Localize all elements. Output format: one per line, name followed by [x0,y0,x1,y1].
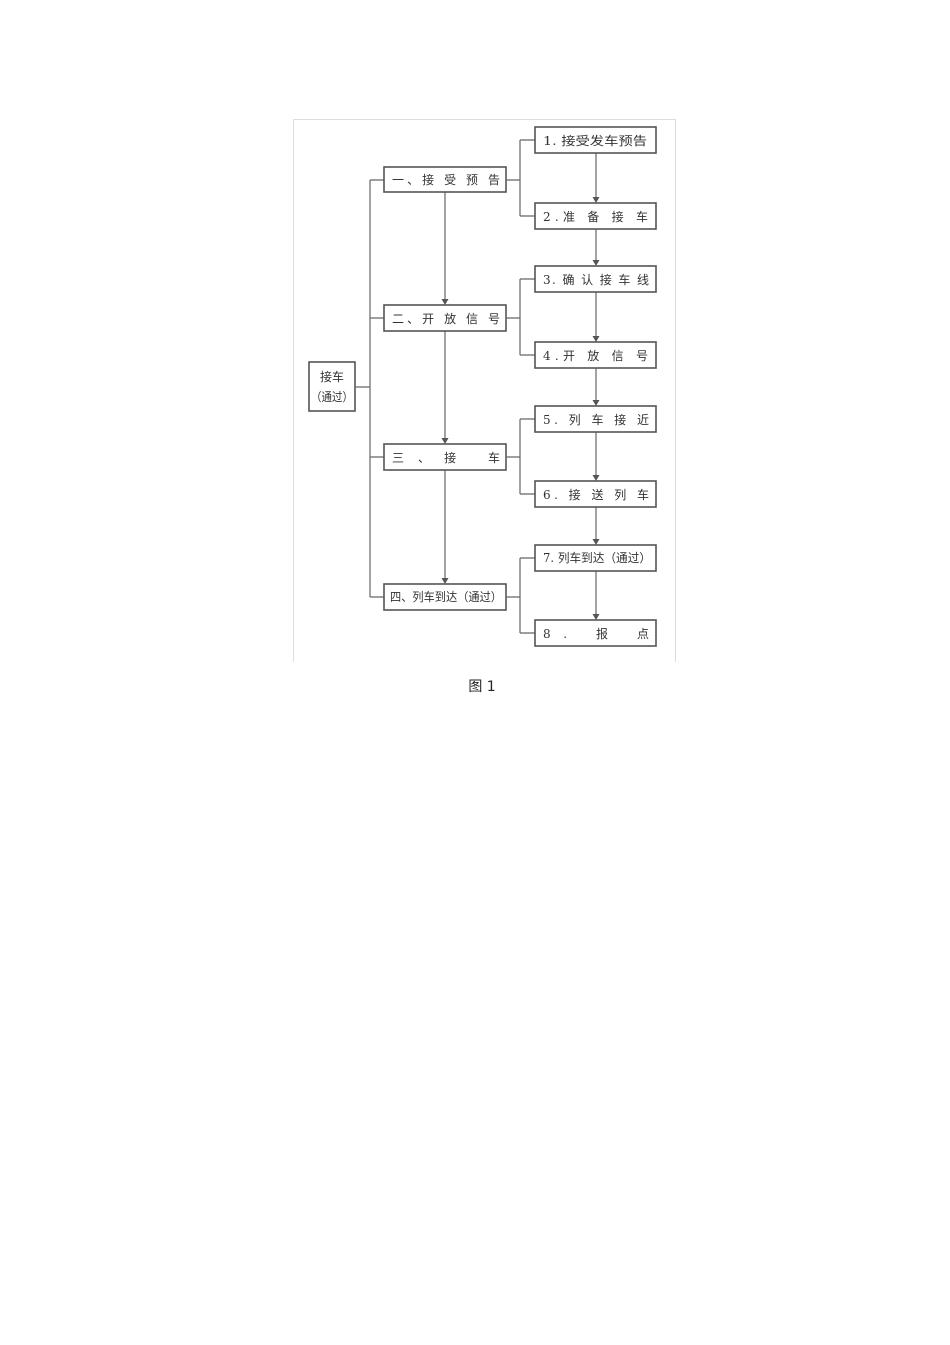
figure-caption: 图 1 [468,679,495,695]
stage-arrows [441,192,449,584]
stage-node-1: 一、接 受 预 告 [383,166,507,193]
step-node-8: 8. 报 点 [534,619,657,647]
step-label: 6. 接 送 列 车 [543,487,649,502]
stage-label: 四、列车到达（通过） [390,589,502,604]
trunk-connectors [355,179,384,598]
root-label-line2: （通过） [311,390,353,404]
root-label-line1: 接车 [320,369,344,384]
step-node-7: 7. 列车到达（通过） [534,544,657,572]
step-node-1: 1. 接受发车预告 [534,126,657,154]
step-label: 2.准 备 接 车 [543,209,648,224]
step-brackets [506,139,535,634]
stage-node-2: 二、开 放 信 号 [383,304,507,332]
stage-node-3: 三、接 车 [383,443,507,471]
figure-frame [293,119,676,662]
root-node: 接车 （通过） [308,361,356,412]
step-node-6: 6. 接 送 列 车 [534,480,657,508]
step-label: 3. 确 认 接 车 线 [543,272,649,287]
step-node-5: 5. 列 车 接 近 [534,405,657,433]
step-label: 7. 列车到达（通过） [543,550,651,565]
step-label: 1. 接受发车预告 [543,133,647,148]
step-label: 4.开 放 信 号 [543,348,648,363]
arrowhead-icon [441,299,449,584]
stage-label: 一、接 受 预 告 [392,172,500,187]
stage-label: 三、接 车 [392,450,500,465]
stage-node-4: 四、列车到达（通过） [383,583,507,611]
step-node-2: 2.准 备 接 车 [534,202,657,230]
stage-label: 二、开 放 信 号 [392,311,500,326]
step-arrows [592,153,600,620]
step-node-4: 4.开 放 信 号 [534,341,657,369]
step-node-3: 3. 确 认 接 车 线 [534,265,657,293]
step-label: 5. 列 车 接 近 [543,412,649,427]
